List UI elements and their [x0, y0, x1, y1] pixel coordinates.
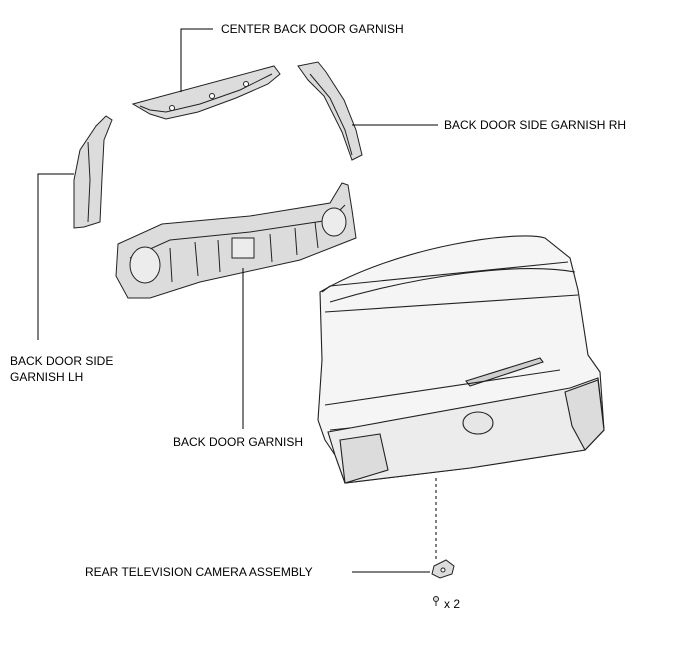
label-center-back-door-garnish: CENTER BACK DOOR GARNISH [221, 22, 404, 36]
label-back-door-garnish: BACK DOOR GARNISH [173, 435, 304, 449]
leader-center-garnish [180, 28, 213, 92]
label-back-door-side-garnish-lh-line2: GARNISH LH [10, 370, 84, 384]
rear-camera-part [431, 559, 455, 579]
label-screw-quantity: x 2 [444, 597, 461, 611]
screw-part [433, 596, 439, 606]
back-door-side-garnish-lh-part [73, 115, 113, 229]
leader-side-lh [37, 173, 74, 340]
label-back-door-side-garnish-lh-line1: BACK DOOR SIDE [10, 354, 114, 368]
back-door-panel [317, 235, 605, 484]
label-rear-television-camera-assembly: REAR TELEVISION CAMERA ASSEMBLY [85, 565, 313, 579]
center-back-door-garnish-part [131, 65, 281, 120]
back-door-side-garnish-rh-part [297, 61, 363, 161]
back-door-garnish-part [115, 182, 357, 299]
label-back-door-side-garnish-rh: BACK DOOR SIDE GARNISH RH [444, 118, 627, 132]
